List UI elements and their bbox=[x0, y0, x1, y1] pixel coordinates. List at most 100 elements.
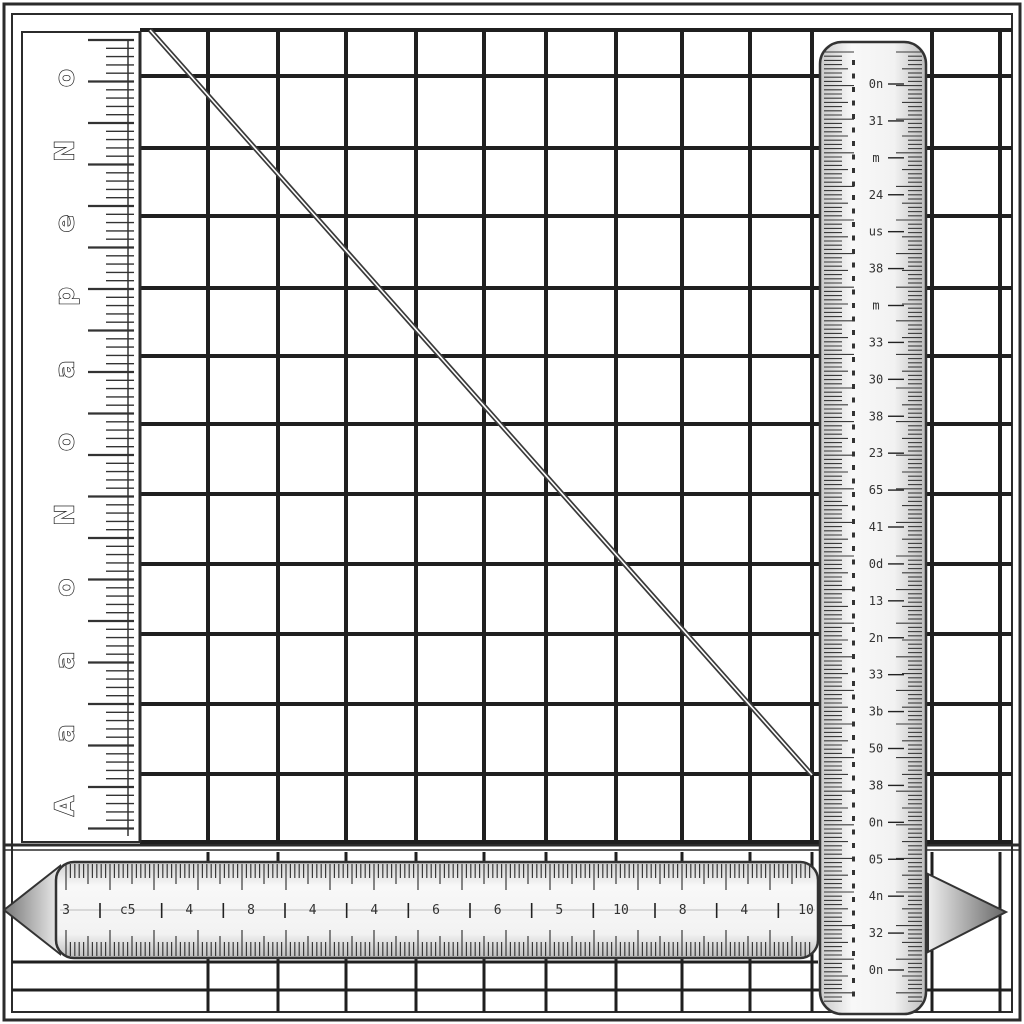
right-ruler-label: 50 bbox=[869, 742, 883, 756]
right-dot bbox=[852, 451, 855, 457]
right-ruler-label: 31 bbox=[869, 114, 883, 128]
right-dot bbox=[852, 721, 855, 727]
right-dot bbox=[852, 883, 855, 889]
right-dot bbox=[852, 924, 855, 929]
right-ruler-ticks bbox=[824, 51, 922, 1002]
left-scale-glyph: e bbox=[51, 215, 81, 233]
bottom-ruler-label: 4 bbox=[185, 903, 193, 918]
right-dot bbox=[852, 222, 855, 227]
right-dot bbox=[852, 856, 855, 862]
right-dot bbox=[852, 424, 855, 430]
right-dot bbox=[852, 478, 855, 484]
right-dot bbox=[852, 343, 855, 349]
right-ruler-label: 2n bbox=[869, 631, 883, 645]
right-dot bbox=[852, 181, 855, 187]
right-dot bbox=[852, 141, 855, 146]
left-scale-glyph: a bbox=[51, 652, 81, 670]
right-dot bbox=[852, 330, 855, 335]
right-dot bbox=[852, 573, 855, 578]
right-ruler-label: 30 bbox=[869, 372, 883, 386]
right-ruler-label: 33 bbox=[869, 668, 883, 682]
right-dot bbox=[852, 505, 855, 511]
diagonal-line bbox=[148, 28, 814, 777]
right-dot bbox=[852, 546, 855, 551]
left-scale-ticks bbox=[88, 38, 134, 836]
right-dot bbox=[852, 816, 855, 821]
right-ruler-label: 0n bbox=[869, 963, 883, 977]
right-ruler-label: 0n bbox=[869, 77, 883, 91]
right-dot bbox=[852, 559, 855, 565]
right-dot bbox=[852, 73, 855, 79]
bottom-ruler-label: 4 bbox=[370, 903, 378, 918]
right-dot bbox=[852, 384, 855, 389]
right-dot bbox=[852, 748, 855, 754]
left-scale-glyph: N bbox=[51, 140, 81, 162]
right-ruler-label: 3b bbox=[869, 705, 883, 719]
left-scale-glyph: o bbox=[51, 433, 81, 451]
bottom-ruler-label: 4 bbox=[740, 903, 748, 918]
right-dot bbox=[852, 154, 855, 160]
bottom-ruler-label: 6 bbox=[432, 903, 440, 918]
right-dot bbox=[852, 60, 855, 65]
right-dot bbox=[852, 303, 855, 308]
left-scale-glyph: o bbox=[51, 69, 81, 87]
right-dot bbox=[852, 910, 855, 916]
right-ruler-label: m bbox=[872, 151, 879, 165]
right-ruler[interactable]: 0n31m24us38m3330382365410d132n333b50380n… bbox=[818, 40, 928, 1016]
right-dot bbox=[852, 316, 855, 322]
right-dot bbox=[852, 249, 855, 254]
right-dot bbox=[852, 991, 855, 997]
bottom-ruler-label: 4 bbox=[309, 903, 317, 918]
left-scale-glyph: A bbox=[51, 796, 81, 816]
right-dot bbox=[852, 789, 855, 794]
right-dot bbox=[852, 289, 855, 295]
right-dot bbox=[852, 370, 855, 376]
left-scale-glyph: N bbox=[51, 504, 81, 526]
bottom-ruler-label: 3 bbox=[62, 903, 70, 918]
right-dot bbox=[852, 708, 855, 713]
right-dot bbox=[852, 937, 855, 943]
right-dot bbox=[852, 870, 855, 875]
right-dot bbox=[852, 681, 855, 686]
right-dot bbox=[852, 532, 855, 538]
right-dot bbox=[852, 654, 855, 659]
right-dot bbox=[852, 357, 855, 362]
right-dot bbox=[852, 127, 855, 133]
right-dot bbox=[852, 262, 855, 268]
right-dot bbox=[852, 802, 855, 808]
right-ruler-label: 05 bbox=[869, 852, 883, 866]
left-scale-glyph: o bbox=[51, 579, 81, 597]
right-dot bbox=[852, 438, 855, 443]
right-dot bbox=[852, 762, 855, 767]
right-dot bbox=[852, 195, 855, 200]
right-ruler-label: 33 bbox=[869, 335, 883, 349]
right-ruler-label: 13 bbox=[869, 594, 883, 608]
bottom-ruler-label: 5 bbox=[555, 903, 563, 918]
bottom-ruler-ticks bbox=[65, 864, 811, 956]
left-scale-glyph: p bbox=[51, 287, 81, 306]
right-ruler-label: 38 bbox=[869, 409, 883, 423]
right-ruler-label: m bbox=[872, 299, 879, 313]
right-ruler-label: 24 bbox=[869, 188, 883, 202]
right-dot bbox=[852, 276, 855, 281]
right-dot bbox=[852, 519, 855, 524]
right-dot bbox=[852, 100, 855, 106]
left-scale-glyph: a bbox=[51, 724, 81, 742]
right-dot bbox=[852, 640, 855, 646]
right-pen-tip bbox=[927, 872, 1009, 954]
right-ruler-label: 4n bbox=[869, 889, 883, 903]
right-dot bbox=[852, 600, 855, 605]
right-dot bbox=[852, 735, 855, 740]
right-dot bbox=[852, 775, 855, 781]
right-dot bbox=[852, 208, 855, 214]
right-dot bbox=[852, 465, 855, 470]
right-dot bbox=[852, 843, 855, 848]
right-dot bbox=[852, 694, 855, 700]
left-scale-glyph: a bbox=[51, 360, 81, 378]
right-ruler-label: 38 bbox=[869, 778, 883, 792]
